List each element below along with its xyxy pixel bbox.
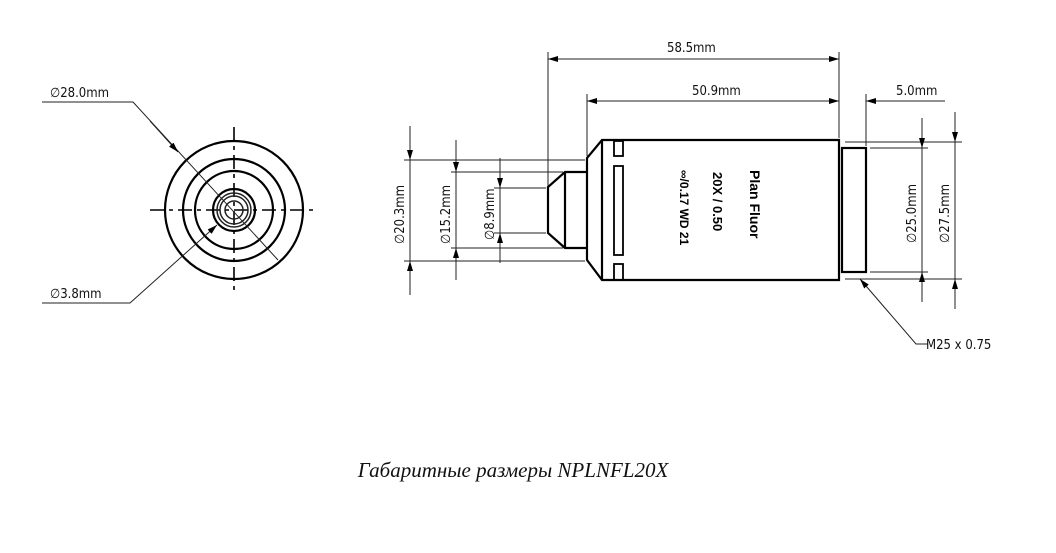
leader-3-8 <box>42 224 218 304</box>
side-view: 58.5mm 50.9mm 5.0mm ∅20.3mm ∅15.2mm ∅8.9… <box>393 41 991 353</box>
dim-total-length: 58.5mm <box>667 41 716 56</box>
dim-thread-length: 5.0mm <box>896 84 937 99</box>
label-magnification: 20X / 0.50 <box>710 172 725 231</box>
thread-spec: M25 x 0.75 <box>926 338 991 353</box>
inner-circle <box>193 169 275 251</box>
lens-ring-1 <box>211 187 257 233</box>
lens-aperture <box>224 200 244 220</box>
dim-diameter-8-9: ∅8.9mm <box>483 188 498 240</box>
objective-nose <box>546 170 587 250</box>
dim-outer-diameter: ∅28.0mm <box>50 86 109 101</box>
grip-slot-middle <box>613 165 624 256</box>
leader-28 <box>42 101 279 261</box>
dim-diameter-25-0: ∅25.0mm <box>905 184 920 243</box>
front-view: ∅28.0mm ∅3.8mm <box>42 86 318 304</box>
dim-inner-diameter: ∅3.8mm <box>50 287 102 302</box>
dim-diameter-20-3: ∅20.3mm <box>393 185 408 244</box>
grip-slot-bottom <box>613 263 624 281</box>
label-plan-fluor: Plan Fluor <box>747 170 763 239</box>
grip-slot-top <box>613 140 624 157</box>
dim-body-length: 50.9mm <box>692 84 741 99</box>
dim-diameter-15-2: ∅15.2mm <box>439 185 454 244</box>
lens-ring-3 <box>219 195 249 225</box>
drawing-caption: Габаритные размеры NPLNFL20X <box>357 458 669 482</box>
leader-28-arrow <box>149 120 179 153</box>
label-wd: ∞/0.17 WD 21 <box>677 170 691 246</box>
outer-circle <box>163 139 305 281</box>
dim-diameter-27-5: ∅27.5mm <box>938 184 953 243</box>
mount-thread <box>840 146 868 274</box>
lens-ring-2 <box>216 192 252 228</box>
middle-circle <box>181 157 287 263</box>
thread-leader <box>859 278 928 345</box>
